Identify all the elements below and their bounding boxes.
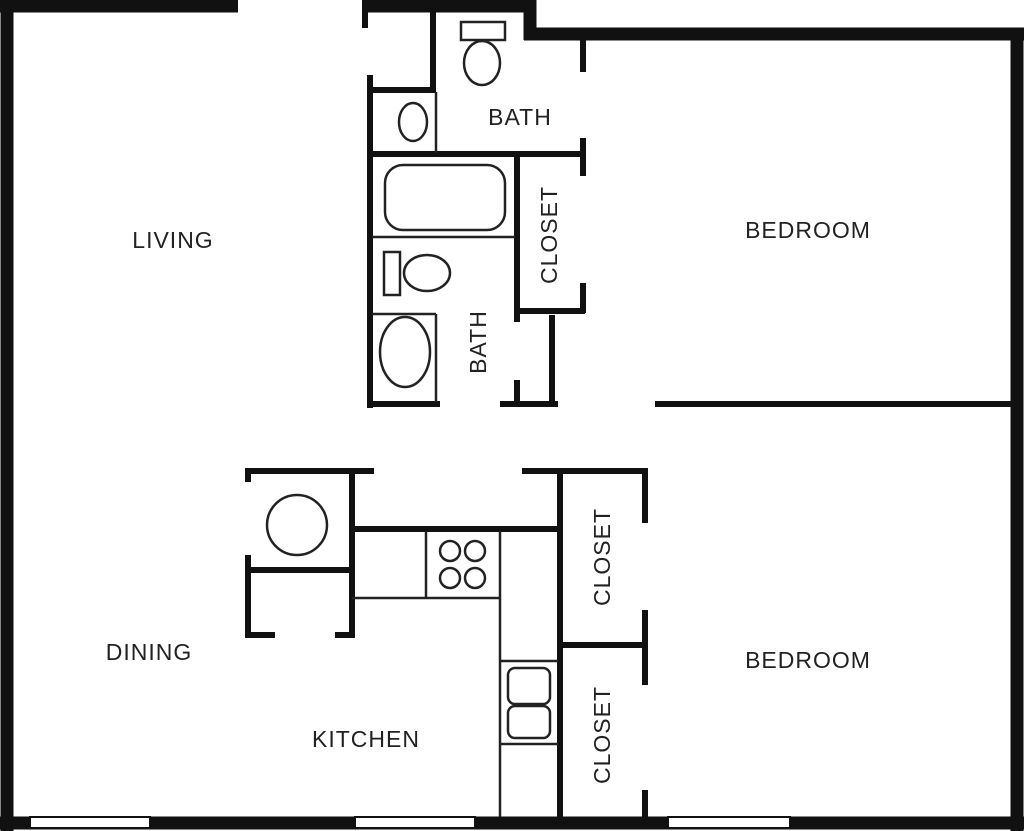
kitchen-sink-icon xyxy=(506,666,552,740)
bath-fixtures xyxy=(378,20,507,389)
burner-icon xyxy=(463,566,487,590)
toilet-icon xyxy=(462,39,502,87)
bath-core-walls xyxy=(367,12,586,408)
room-label-living: LIVING xyxy=(132,227,213,253)
room-label-closet: CLOSET xyxy=(536,186,562,284)
stove-icon xyxy=(438,539,487,590)
burner-icon xyxy=(438,566,462,590)
kitchen-walls xyxy=(245,468,648,817)
window xyxy=(29,816,151,829)
room-label-dining: DINING xyxy=(106,639,193,665)
burner-icon xyxy=(463,539,487,563)
sink-icon xyxy=(397,101,429,143)
room-label-bath: BATH xyxy=(488,104,552,130)
room-label-kitchen: KITCHEN xyxy=(312,726,420,752)
toilet-tank-icon xyxy=(382,250,402,297)
burner-icon xyxy=(438,539,462,563)
toilet-icon xyxy=(402,253,452,293)
window xyxy=(354,816,476,829)
room-label-closet: CLOSET xyxy=(589,686,615,784)
kitchen-fixtures xyxy=(265,493,552,740)
water-heater-icon xyxy=(265,493,329,557)
room-label-bedroom: BEDROOM xyxy=(745,647,871,673)
bathtub-icon xyxy=(383,163,507,232)
room-label-bedroom: BEDROOM xyxy=(745,217,871,243)
window xyxy=(667,816,791,829)
room-label-bath: BATH xyxy=(465,310,491,374)
toilet-tank-icon xyxy=(459,20,507,42)
sink-icon xyxy=(378,315,432,389)
room-label-closet: CLOSET xyxy=(589,508,615,606)
